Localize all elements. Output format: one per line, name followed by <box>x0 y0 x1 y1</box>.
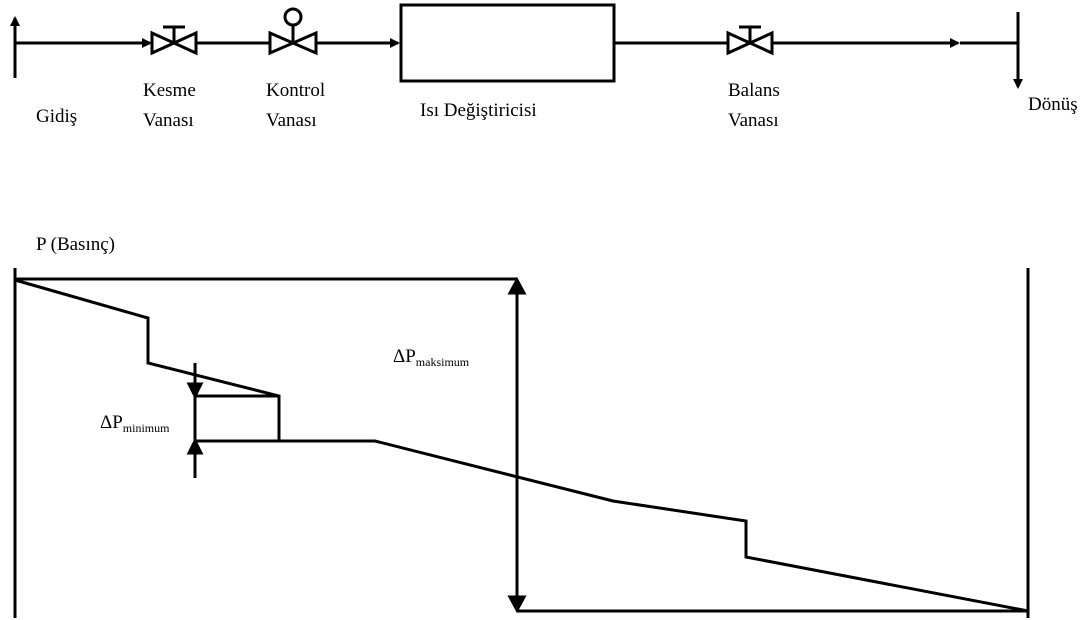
supply-label: Gidiş <box>36 106 78 127</box>
balance-valve-label: Balans Vanası <box>728 80 780 131</box>
pressure-profile-line <box>14 278 1029 613</box>
dp-min-label: ΔPminimum <box>100 412 170 435</box>
control-valve-label: Kontrol Vanası <box>266 80 326 131</box>
control-valve-icon <box>268 7 318 56</box>
heat-exchanger-label: Isı Değiştiricisi <box>420 100 537 121</box>
heat-exchanger-box <box>399 3 616 83</box>
balance-valve-icon <box>726 25 774 56</box>
pressure-axis-label: P (Basınç) <box>36 234 115 255</box>
return-label: Dönüş <box>1028 94 1078 115</box>
dp-max-label: ΔPmaksimum <box>393 346 470 369</box>
dp-min-arrows <box>186 363 204 478</box>
shutoff-valve-icon <box>150 25 198 56</box>
shutoff-valve-label: Kesme Vanası <box>143 80 196 131</box>
